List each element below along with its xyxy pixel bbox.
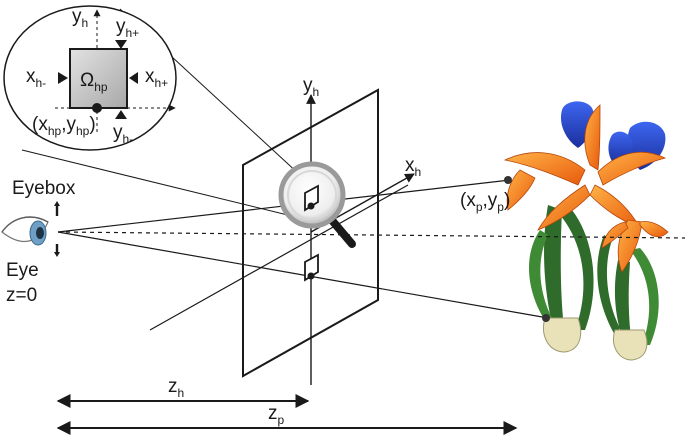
distance-arrows (56, 394, 518, 435)
distance-zh-label: zh (168, 376, 184, 400)
object-point-label: (xp,yp) (460, 190, 510, 214)
orange-lilies (503, 104, 669, 273)
inset-yh-minus-label: yh- (113, 122, 133, 146)
flower-bulbs (543, 317, 648, 361)
axis-yh-label: yh (303, 75, 319, 99)
ray-endpoints (504, 176, 550, 322)
axis-xh-label: xh (405, 155, 421, 179)
inset-xh-minus-label: xh- (26, 66, 46, 90)
zoom-inset (3, 5, 177, 151)
flower-leaves (528, 205, 659, 345)
eyebox-label: Eyebox (12, 178, 76, 199)
eye-icon (1, 216, 49, 246)
eye-depth-label: z=0 (6, 285, 37, 306)
eye-label: Eye (6, 260, 39, 281)
distance-zp-label: zp (268, 403, 285, 427)
hologram-plane (242, 88, 415, 385)
pixel-region (69, 48, 128, 109)
inset-axis-yh-label: yh (72, 6, 88, 30)
inset-xh-plus-label: xh+ (145, 66, 168, 90)
inset-yh-plus-label: yh+ (116, 16, 139, 40)
inset-omega-label: Ωhp (80, 70, 108, 94)
inset-point-label: (xhp,yhp) (32, 114, 96, 138)
aperture-window-icon (304, 253, 319, 282)
magnifier-icon (278, 161, 356, 248)
flower-illustration (503, 101, 669, 361)
